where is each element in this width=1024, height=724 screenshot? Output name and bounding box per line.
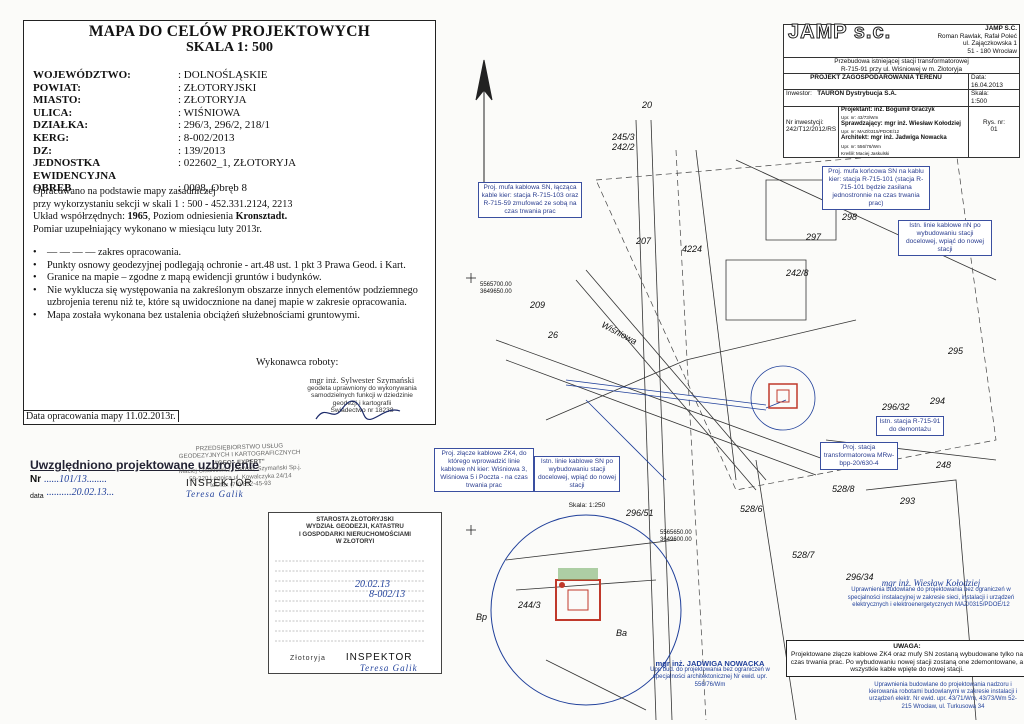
parcel-label: 293: [900, 496, 916, 506]
field-row: ULICA:: WIŚNIOWA: [33, 106, 241, 119]
project-type: PROJEKT ZAGOSPODAROWANIA TERENU: [783, 73, 969, 91]
handwritten-date: 20.02.13: [355, 579, 390, 590]
starosta-stamp: STAROSTA ZŁOTORYJSKI WYDZIAŁ GEODEZJI, K…: [268, 512, 442, 674]
field-row: MIASTO:: ZŁOTORYJA: [33, 94, 247, 107]
investor-cell: Inwestor: TAURON Dystrybucja S.A.: [783, 89, 969, 107]
coordination-stamp: Uwzględniono projektowane uzbrojenie Nr.…: [30, 458, 270, 500]
parcel-label: 298: [842, 212, 858, 222]
map-title: MAPA DO CELÓW PROJEKTOWYCH: [88, 23, 371, 40]
field-row: DZIAŁKA:: 296/3, 296/2, 218/1: [33, 119, 270, 132]
callout-mufa-sn-2: Proj. mufa końcowa SN na kablu kier: sta…: [822, 166, 930, 210]
nowacka-stamp: mgr inż. JADWIGA NOWACKA Upr. bud. do pr…: [650, 659, 770, 688]
bullet-item: •— — — — zakres opracowania.: [33, 247, 182, 258]
parcel-label: 528/8: [832, 484, 855, 494]
callout-mufa-sn-1: Proj. mufa kablowa SN, łącząca kable kie…: [478, 182, 582, 218]
bullet-item: •Punkty osnowy geodezyjnej podlegają och…: [33, 259, 406, 271]
station-markers: [750, 365, 816, 431]
parcel-label: 207: [636, 236, 652, 246]
inset-scale: Skala: 1:250: [568, 502, 606, 509]
field-row: OBRĘB: 0008, Obręb 8: [33, 182, 248, 195]
parcel-label: 295: [948, 346, 964, 356]
contractor-label: Wykonawca roboty:: [256, 357, 339, 368]
site-map-drawing: [466, 59, 997, 721]
parcel-label: 242/8: [786, 268, 809, 278]
parcel-label: 26: [548, 330, 559, 340]
parcel-label: Ba: [616, 628, 628, 638]
title-block: JAMP s.c. JAMP S.C. Roman Rawlak, Rafał …: [783, 21, 1020, 158]
parcel-label: 20: [642, 100, 653, 110]
subject-cell: Przebudowa istniejącej stacji transforma…: [783, 56, 1020, 75]
callout-sn-cables: Istn. linie kablowe SN po wybudowaniu st…: [534, 456, 620, 492]
callout-station-demolition: Istn. stacja R-715-91 do demontażu: [876, 416, 944, 436]
field-row: JEDNOSTKA EWIDENCYJNA: 022602_1, ZŁOTORY…: [33, 157, 297, 182]
parcel-label: 297: [806, 232, 822, 242]
company-logo: JAMP s.c.: [787, 21, 892, 43]
bullets-list: •— — — — zakres opracowania. •Punkty osn…: [33, 247, 428, 323]
inset-map: [490, 514, 682, 711]
field-row: KERG:: 8-002/2013: [33, 131, 235, 144]
parcel-label: 4224: [682, 244, 703, 254]
bullet-item: •Nie wyklucza się występowania na zakreś…: [33, 284, 418, 309]
parcel-label: 528/7: [792, 550, 815, 560]
parcel-label: 296/34: [846, 572, 874, 582]
coordination-title: Uwzględniono projektowane uzbrojenie: [30, 458, 259, 472]
map-scale: SKALA 1: 500: [185, 40, 274, 55]
north-arrow: [475, 59, 493, 190]
company-cell: JAMP s.c. JAMP S.C. Roman Rawlak, Rafał …: [783, 21, 1020, 58]
parcel-label: 248: [936, 460, 952, 470]
kolodziej-stamp: mgr inż. Wiesław Kołodziej Uprawnienia b…: [847, 578, 1015, 609]
parcel-label: Bp: [476, 612, 488, 622]
handwritten-signature: [315, 400, 401, 421]
field-row: DZ:: 139/2013: [33, 144, 226, 157]
callout-zk4: Proj. złącze kablowe ZK4, do którego wpr…: [434, 448, 534, 492]
callout-new-station: Proj. stacja transformatorowa MRw-bpp-20…: [820, 442, 898, 470]
parcel-label: 242/2: [612, 142, 635, 152]
field-row: POWIAT:: ZŁOTORYJSKI: [33, 81, 257, 94]
parcel-label: 245/3: [612, 132, 635, 142]
uwaga-note: UWAGA: Projektowane złącze kablowe ZK4 o…: [786, 640, 1024, 678]
field-row: WOJEWÓDZTWO:: DOLNOŚLĄSKIE: [33, 69, 268, 81]
map-date-line: Data opracowania mapy 11.02.2013r.: [24, 410, 179, 422]
handwritten-kerg: 8-002/13: [369, 589, 406, 600]
parcel-label: 244/3: [518, 600, 541, 610]
callout-nn-cables: Istn. linie kablowe nN po wybudowaniu st…: [898, 220, 992, 256]
parcel-label: 528/6: [740, 504, 763, 514]
parcel-label: 296/51: [626, 508, 654, 518]
parcel-label: 294: [930, 396, 946, 406]
fields-list: WOJEWÓDZTWO:: DOLNOŚLĄSKIE POWIAT:: ZŁOT…: [33, 69, 433, 195]
parcel-label: 209: [530, 300, 546, 310]
basis-text: Opracowano na podstawie mapy zasadniczej…: [33, 186, 293, 235]
bullet-item: •Granice na mapie – zgodne z mapą ewiden…: [33, 272, 322, 284]
designers-cell: Nr inwestycji: 242/T12/2012/RS Projektan…: [783, 105, 969, 158]
stamp-lines: [275, 560, 425, 642]
graczyk-stamp: Uprawnienia budowlane do projektowania n…: [868, 682, 1018, 710]
bullet-item: •Mapa została wykonana bez ustalenia obc…: [33, 309, 360, 321]
inspektor-stamp-top: INSPEKTOR Teresa Galik: [186, 478, 253, 499]
map-info-panel: MAPA DO CELÓW PROJEKTOWYCH SKALA 1: 500 …: [23, 20, 436, 425]
parcel-label: 296/32: [882, 402, 910, 412]
